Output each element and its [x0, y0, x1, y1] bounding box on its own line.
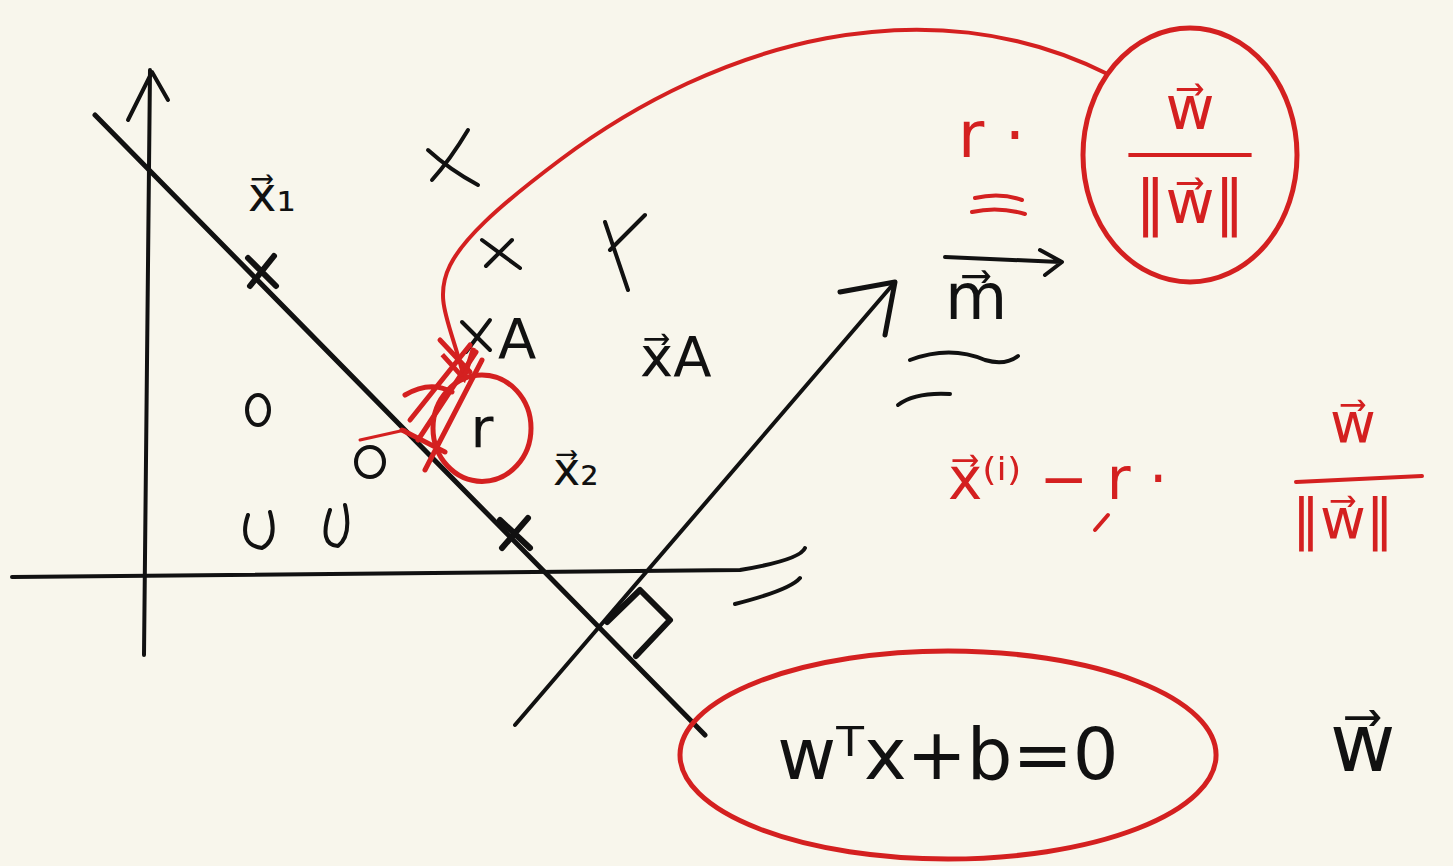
squiggle-underline: [910, 353, 1018, 363]
fraction-denominator: ‖w⃗‖: [1292, 488, 1394, 550]
red-underline: [972, 195, 1025, 214]
vector-label: w⃗: [1330, 700, 1395, 788]
ellipse-outline: [1080, 25, 1300, 285]
minus-stroke: [1095, 515, 1108, 530]
hyperplane-equation: wᵀx+b=0: [677, 648, 1219, 862]
circle-point: [356, 447, 384, 477]
fraction-numerator: w⃗: [1330, 392, 1376, 454]
node-text: ‖w⃗‖: [1135, 169, 1244, 235]
curved-arrow: [443, 30, 1108, 379]
point-label: x⃗₁: [248, 168, 296, 221]
node-text: r: [470, 397, 493, 459]
hyperplane-line: [95, 115, 705, 735]
node-text: wᵀx+b=0: [777, 715, 1118, 794]
node-text: w⃗: [1165, 75, 1214, 141]
squiggle-underline: [898, 394, 950, 405]
circled-unit-vector: w⃗ ‖w⃗‖: [1080, 25, 1300, 285]
circle-point: [245, 512, 273, 548]
point-label: A: [498, 308, 536, 370]
normal-vector-head: [840, 282, 895, 335]
circle-point: [247, 395, 269, 425]
circled-symbol: r: [430, 372, 534, 484]
vector-label: m⃗: [945, 262, 1007, 332]
fraction-bar: [1296, 476, 1422, 482]
red-stroke: [360, 430, 405, 440]
cross-point: [248, 256, 276, 286]
cross-point: [428, 130, 478, 185]
cross-point: [605, 215, 645, 290]
point-label: x⃗₂: [553, 444, 599, 495]
formula-part: r ·: [958, 100, 1025, 170]
y-axis: [144, 70, 150, 655]
cross-point: [500, 518, 530, 548]
circle-point: [326, 505, 348, 546]
cross-point: [482, 240, 520, 268]
formula-part: x⃗⁽ⁱ⁾ − r ·: [948, 448, 1167, 512]
x-axis: [12, 548, 805, 604]
y-axis-arrow: [128, 72, 168, 120]
right-angle-mark: [607, 590, 670, 656]
vector-label: x⃗A: [640, 326, 711, 388]
red-scribble: [402, 340, 482, 470]
